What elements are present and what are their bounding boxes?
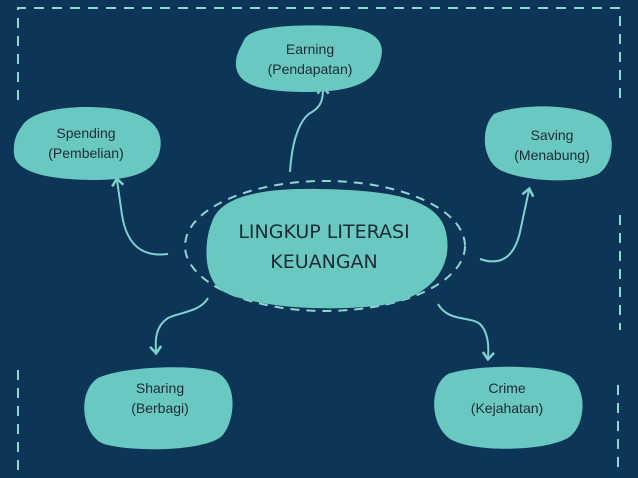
node-spending-label: Spending (Pembelian)	[26, 122, 146, 164]
spending-subtitle: (Pembelian)	[48, 145, 124, 161]
center-dashed-ring	[184, 180, 466, 312]
center-node-shape	[206, 188, 448, 309]
connector-crime	[437, 303, 495, 362]
connector-spending	[111, 176, 169, 256]
node-spending-shape	[13, 107, 161, 180]
node-crime-label: Crime (Kejahatan)	[450, 377, 564, 419]
sharing-title: Sharing	[135, 380, 185, 396]
node-crime-shape	[434, 366, 583, 449]
saving-subtitle: (Menabung)	[514, 147, 590, 163]
earning-subtitle: (Pendapatan)	[267, 61, 353, 77]
node-earning-shape	[235, 25, 382, 92]
node-sharing-shape	[84, 367, 233, 450]
node-sharing-label: Sharing (Berbagi)	[100, 377, 220, 419]
saving-title: Saving	[530, 127, 574, 143]
connector-sharing	[149, 297, 209, 356]
sharing-subtitle: (Berbagi)	[131, 400, 189, 416]
spending-title: Spending	[56, 125, 116, 141]
node-saving-shape	[484, 106, 612, 181]
connector-saving	[479, 186, 535, 263]
earning-title: Earning	[285, 41, 335, 57]
center-label-line1: LINGKUP LITERASI	[238, 221, 410, 243]
node-saving-label: Saving (Menabung)	[496, 124, 608, 166]
crime-subtitle: (Kejahatan)	[470, 400, 544, 416]
center-label-line2: KEUANGAN	[270, 251, 378, 273]
center-node-label: LINGKUP LITERASI KEUANGAN	[214, 215, 434, 279]
crime-title: Crime	[488, 380, 526, 396]
dashed-frame	[17, 7, 621, 472]
connector-earning	[289, 84, 330, 173]
node-earning-label: Earning (Pendapatan)	[246, 38, 374, 80]
